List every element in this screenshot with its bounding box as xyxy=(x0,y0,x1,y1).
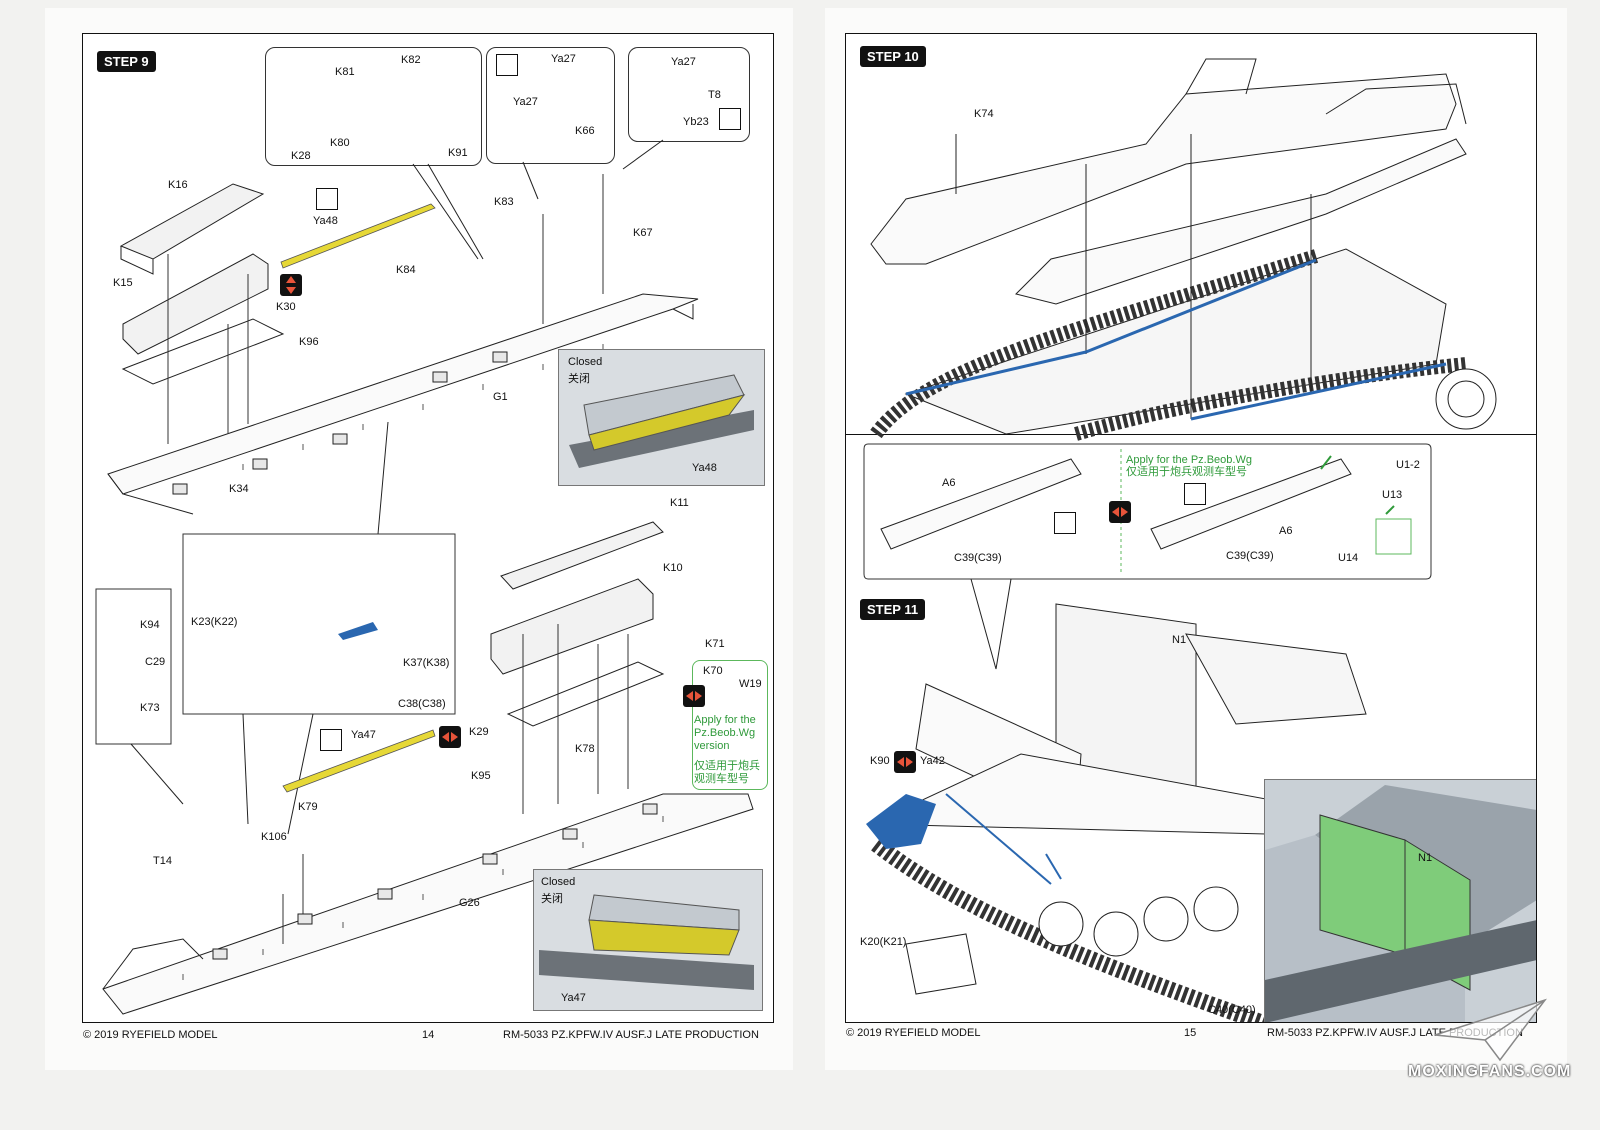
closed-inset-ya47-drawing xyxy=(539,894,754,990)
part-label: C39(C39) xyxy=(1226,550,1274,562)
part-label: C40(C40) xyxy=(1208,1004,1256,1016)
part-label: N1 xyxy=(1172,634,1187,646)
part-label: K83 xyxy=(494,196,514,208)
part-label: Ya27 xyxy=(671,56,696,68)
step11-badge: STEP 11 xyxy=(860,599,926,620)
part-label: W19 xyxy=(739,678,762,690)
part-label: K67 xyxy=(633,227,653,239)
left-page-number: 14 xyxy=(422,1029,435,1041)
bend-icon xyxy=(320,729,342,751)
part-label: K71 xyxy=(705,638,725,650)
part-label: Ya47 xyxy=(351,729,376,741)
part-label: K78 xyxy=(575,743,595,755)
part-label: K106 xyxy=(261,831,287,843)
step9-upper-drawing xyxy=(95,139,754,1015)
callout-k66-assembly xyxy=(486,47,615,164)
left-product: RM-5033 PZ.KPFW.IV AUSF.J LATE PRODUCTIO… xyxy=(503,1029,759,1041)
part-label: K84 xyxy=(396,264,416,276)
part-label: Ya27 xyxy=(513,96,538,108)
part-label: K91 xyxy=(448,147,468,159)
bend-icon xyxy=(496,54,518,76)
paper-plane-logo xyxy=(1434,998,1548,1062)
part-label: K74 xyxy=(974,108,994,120)
part-label: T14 xyxy=(153,855,172,867)
part-label: K95 xyxy=(471,770,491,782)
part-label: K20(K21) xyxy=(860,936,907,948)
watermark-text: MOXINGFANS.COM xyxy=(1408,1063,1572,1080)
flip-horizontal-icon xyxy=(1109,501,1131,523)
part-label: K23(K22) xyxy=(191,616,238,628)
flip-horizontal-icon xyxy=(894,751,916,773)
part-label: Ya48 xyxy=(313,215,338,227)
n1-installed-inset: N1 xyxy=(1264,779,1536,1022)
pz-beob-note: Apply for the Pz.Beob.Wg xyxy=(1126,454,1252,466)
part-label: A6 xyxy=(1279,525,1293,537)
n1-inset-label: N1 xyxy=(1418,852,1433,864)
part-label: G1 xyxy=(493,391,508,403)
part-label: A6 xyxy=(942,477,956,489)
step10-11-frame: STEP 10 STEP 11 xyxy=(845,33,1537,1023)
part-label: Ya27 xyxy=(551,53,576,65)
pz-beob-version-box xyxy=(692,660,768,790)
part-label: K79 xyxy=(298,801,318,813)
closed-inset-ya47-title: Closed xyxy=(541,876,576,888)
bend-icon xyxy=(719,108,741,130)
flip-horizontal-icon xyxy=(439,726,461,748)
part-label: K96 xyxy=(299,336,319,348)
closed-inset-ya47-title-cn: 关闭 xyxy=(541,893,563,905)
part-label: K29 xyxy=(469,726,489,738)
part-label: K37(K38) xyxy=(403,657,450,669)
part-label: K34 xyxy=(229,483,249,495)
part-label: K66 xyxy=(575,125,595,137)
part-label: K11 xyxy=(670,497,689,509)
part-label: C38(C38) xyxy=(398,698,446,710)
step9-badge: STEP 9 xyxy=(97,51,156,72)
part-label: K10 xyxy=(663,562,683,574)
glue-brush-icon xyxy=(1184,483,1206,505)
n1-installed-inset-drawing xyxy=(1265,785,1536,1022)
part-label: K73 xyxy=(140,702,160,714)
step10-drawing xyxy=(863,58,1497,1022)
part-label: U13 xyxy=(1382,489,1403,501)
step9-frame: STEP 9 xyxy=(82,33,774,1023)
callout-k81-assembly xyxy=(265,47,482,166)
closed-inset-ya47: Closed 关闭 Ya47 xyxy=(533,869,763,1011)
part-label: K70 xyxy=(703,665,723,677)
part-label: K94 xyxy=(140,619,160,631)
part-label: U14 xyxy=(1338,552,1359,564)
step10-badge: STEP 10 xyxy=(860,46,926,67)
part-label: Ya42 xyxy=(920,755,945,767)
part-label: K30 xyxy=(276,301,296,313)
pz-beob-version-note: Apply for the Pz.Beob.Wg version xyxy=(694,714,756,752)
part-label: T8 xyxy=(708,89,721,101)
glue-brush-icon xyxy=(1054,512,1076,534)
closed-inset-ya48-title: Closed xyxy=(568,356,603,368)
closed-inset-ya48-drawing xyxy=(569,374,754,468)
part-label: U1-2 xyxy=(1396,459,1420,471)
closed-inset-ya47-part: Ya47 xyxy=(561,992,586,1004)
part-label: Yb23 xyxy=(683,116,709,128)
part-label: C39(C39) xyxy=(954,552,1002,564)
part-label: G26 xyxy=(459,897,480,909)
closed-inset-ya48-title-cn: 关闭 xyxy=(568,373,590,385)
pz-beob-version-note-cn: 仅适用于炮兵观测车型号 xyxy=(694,760,760,785)
part-label: K80 xyxy=(330,137,350,149)
right-copyright: © 2019 RYEFIELD MODEL xyxy=(846,1027,981,1039)
part-label: C29 xyxy=(145,656,166,668)
part-label: K82 xyxy=(401,54,421,66)
bend-icon xyxy=(316,188,338,210)
closed-inset-ya48-part: Ya48 xyxy=(692,462,717,474)
right-page-number: 15 xyxy=(1184,1027,1197,1039)
closed-inset-ya48: Closed 关闭 Ya48 xyxy=(558,349,765,486)
part-label: K81 xyxy=(335,66,355,78)
flip-vertical-icon xyxy=(280,274,302,296)
step-divider xyxy=(846,434,1536,435)
flip-horizontal-icon xyxy=(683,685,705,707)
pz-beob-note-cn: 仅适用于炮兵观测车型号 xyxy=(1126,466,1247,478)
part-label: K28 xyxy=(291,150,311,162)
part-label: K90 xyxy=(870,755,890,767)
left-copyright: © 2019 RYEFIELD MODEL xyxy=(83,1029,218,1041)
part-label: K16 xyxy=(168,179,188,191)
part-label: K15 xyxy=(113,277,133,289)
